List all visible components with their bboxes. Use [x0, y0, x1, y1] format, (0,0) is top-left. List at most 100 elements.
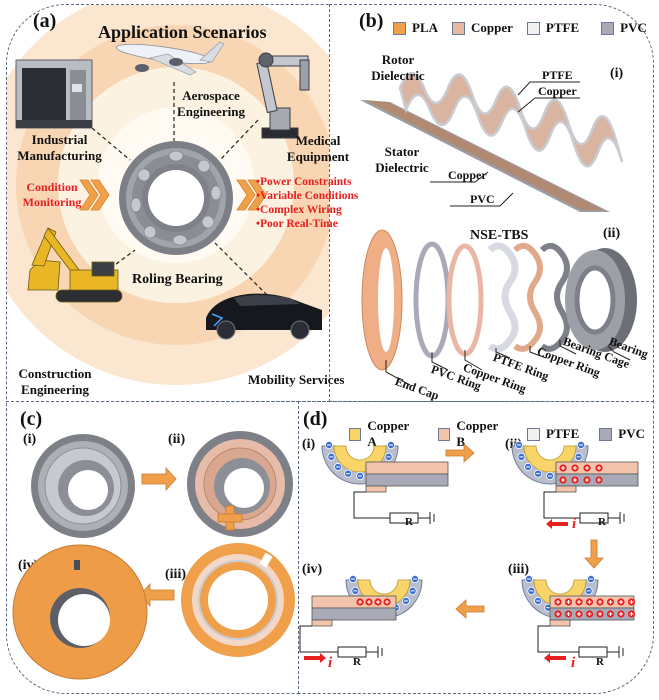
wire-i	[353, 491, 390, 519]
copper-ring-1	[446, 243, 484, 357]
bearing-cage	[539, 242, 570, 352]
resistor-label-i: R	[405, 516, 413, 528]
positive-charge-sign	[561, 478, 565, 482]
positive-charge-sign	[629, 612, 634, 616]
positive-charge-sign	[619, 612, 623, 616]
wire-iii	[537, 625, 579, 653]
panel-c-label: (c)	[20, 408, 43, 430]
positive-charge-sign	[556, 600, 560, 604]
positive-charge-sign	[577, 600, 581, 604]
legend-item-pvc: PVC	[601, 20, 647, 36]
stator-copper	[365, 100, 604, 210]
legend-swatch	[601, 21, 615, 35]
panel-c-illustration	[12, 431, 295, 680]
ptfe-ring	[487, 242, 519, 353]
nse-tbs-title: NSE-TBS	[470, 228, 529, 243]
chevron-right-left-icon	[79, 179, 110, 211]
ground-icon	[619, 512, 625, 524]
positive-charge-sign	[385, 600, 389, 604]
process-arrow-left-icon	[455, 599, 485, 619]
positive-charge-sign	[556, 612, 560, 616]
step-c-ii: (ii)	[168, 432, 186, 447]
legend-swatch	[452, 21, 465, 35]
panel-a-label: (a)	[33, 10, 57, 32]
electrode-i	[365, 485, 387, 493]
legend-swatch	[349, 427, 362, 441]
legend-item-pla: PLA	[393, 20, 438, 36]
callout-line	[495, 348, 511, 359]
legend-item-copper-a: Copper A	[349, 418, 418, 450]
current-label-iv: i	[328, 655, 333, 671]
copper-ring-2	[512, 242, 543, 352]
resistor-label-iii: R	[596, 656, 604, 668]
scenario-medical: Medical Equipment	[286, 133, 350, 164]
rotor-dielectric-label: Rotor Dielectric	[371, 52, 425, 83]
legend-swatch	[393, 21, 406, 35]
step-d-i: (i)	[302, 437, 316, 452]
callout-line	[559, 340, 577, 355]
step-c-iii: (iii)	[165, 567, 186, 582]
positive-charge-sign	[376, 600, 380, 604]
positive-charge-sign	[573, 466, 577, 470]
positive-charge-sign	[619, 600, 623, 604]
rotor-wave-ptfe	[398, 71, 624, 168]
positive-charge-sign	[573, 478, 577, 482]
positive-charge-sign	[608, 612, 613, 616]
pvc-layer-i	[365, 473, 449, 487]
panel-b-ii-exploded-view	[361, 229, 637, 386]
process-arrow-right-icon	[445, 443, 475, 463]
stator-dielectric-label: Stator Dielectric	[375, 144, 429, 175]
excavator-illustration	[27, 227, 123, 303]
ground-icon	[377, 646, 383, 658]
current-arrow-iii	[544, 653, 566, 663]
issue-item: •Poor Real-Time	[256, 218, 338, 230]
issue-item: •Power Constraints	[256, 176, 352, 188]
bearing-copper	[187, 431, 293, 537]
positive-charge-sign	[367, 600, 371, 604]
callout-line	[517, 81, 580, 96]
pla-ring-assembly	[181, 543, 295, 657]
current-arrow-iv	[304, 653, 326, 663]
resistor-i	[389, 512, 419, 524]
end-cap-final	[12, 544, 148, 680]
sub-label-b-ii: (ii)	[603, 226, 621, 241]
positive-charge-sign	[587, 612, 592, 616]
scenario-aerospace: Aerospace Engineering	[177, 88, 245, 119]
connector-industrial	[91, 127, 131, 161]
wire-iv	[299, 625, 338, 653]
current-label-ii: i	[572, 516, 577, 532]
callout-copper-stator: Copper	[448, 168, 487, 182]
callout-copper-rotor: Copper	[538, 84, 577, 98]
callout-line	[607, 345, 631, 361]
legend-swatch	[527, 427, 541, 441]
step-d-iv: (iv)	[302, 562, 323, 577]
callout-line	[517, 97, 580, 113]
resistor-label-ii: R	[598, 516, 606, 528]
bearing	[565, 248, 637, 352]
panel-a-rings	[7, 5, 329, 385]
positive-charge-sign	[577, 612, 581, 616]
positive-charge-sign	[598, 612, 602, 616]
panel-b-i-illustration	[360, 71, 624, 212]
positive-charge-sign	[566, 600, 571, 604]
robot-arm-illustration	[256, 52, 310, 139]
rolling-bearing-illustration	[119, 141, 233, 255]
callout-line	[529, 346, 547, 359]
callout-line	[431, 352, 449, 371]
callout-pvc: PVC	[470, 192, 495, 206]
panel-d-legend: Copper A Copper B PTFE PVC	[349, 418, 659, 450]
sub-label-b-i: (i)	[610, 66, 624, 81]
callout-ptfe: PTFE	[542, 68, 573, 82]
legend-swatch	[526, 21, 540, 35]
airplane-illustration	[116, 41, 225, 76]
pvc-layer-iv	[311, 607, 397, 621]
center-label: Roling Bearing	[132, 272, 223, 287]
legend-item-pvc: PVC	[599, 426, 645, 442]
legend-item-ptfe: PTFE	[527, 426, 579, 442]
positive-charge-sign	[597, 478, 601, 482]
scenario-construction: Construction Engineering	[18, 366, 92, 397]
legend-item-ptfe: PTFE	[526, 20, 579, 36]
resistor-iv	[337, 646, 367, 658]
callout-line	[450, 192, 514, 207]
legend-item-copper-b: Copper B	[438, 418, 507, 450]
